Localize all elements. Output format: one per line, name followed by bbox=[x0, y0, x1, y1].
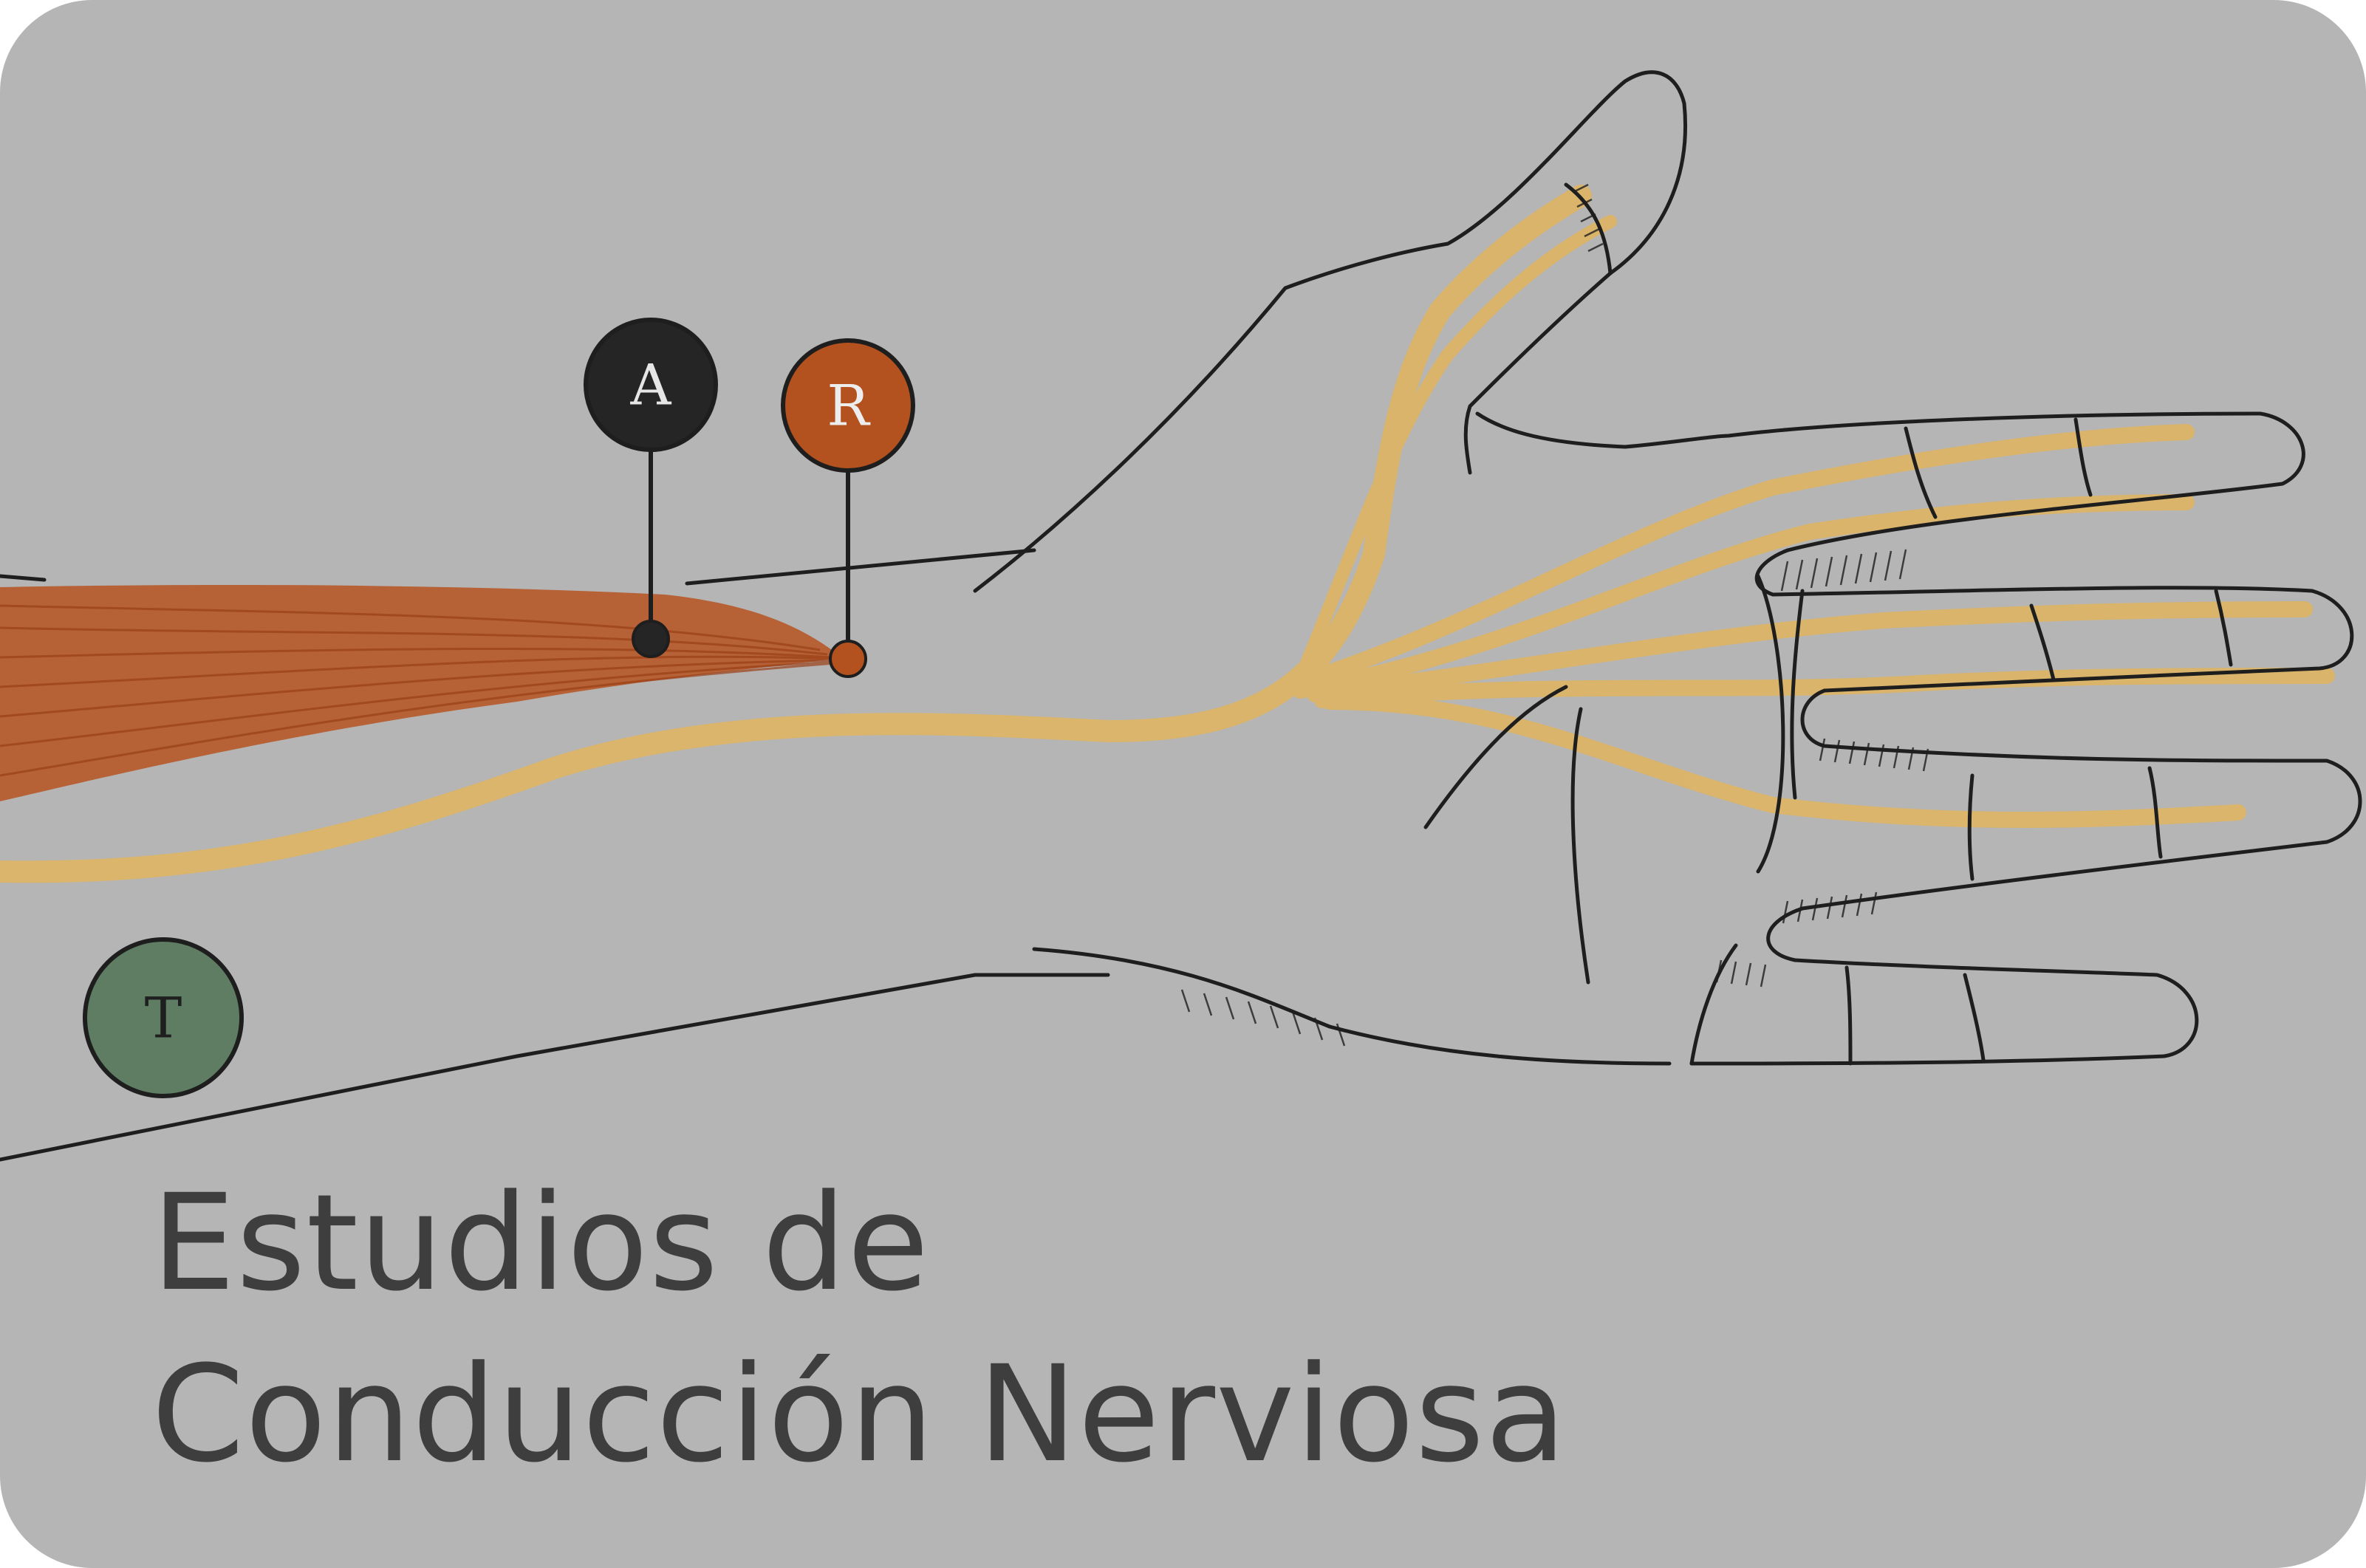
active-electrode-marker: A bbox=[584, 318, 718, 658]
active-electrode-dot bbox=[632, 620, 670, 658]
nerve bbox=[0, 185, 2335, 883]
reference-electrode-marker: R bbox=[781, 338, 915, 678]
reference-electrode-letter: R bbox=[827, 373, 871, 439]
active-electrode-letter: A bbox=[630, 352, 672, 418]
hatching bbox=[1180, 183, 1929, 1047]
reference-electrode-badge bbox=[781, 338, 915, 473]
muscle bbox=[0, 585, 842, 801]
card-title: Estudios de Conducción Nerviosa bbox=[151, 1158, 1567, 1501]
ground-electrode-letter: T bbox=[145, 985, 182, 1051]
active-electrode-badge bbox=[584, 318, 718, 452]
card-title-line-2: Conducción Nerviosa bbox=[151, 1338, 1567, 1492]
hand-outline bbox=[0, 70, 2362, 1162]
ground-electrode-badge bbox=[83, 937, 244, 1098]
reference-electrode-dot bbox=[829, 640, 867, 678]
card-title-line-1: Estudios de bbox=[151, 1166, 930, 1321]
ground-electrode-marker: T bbox=[83, 937, 244, 1098]
